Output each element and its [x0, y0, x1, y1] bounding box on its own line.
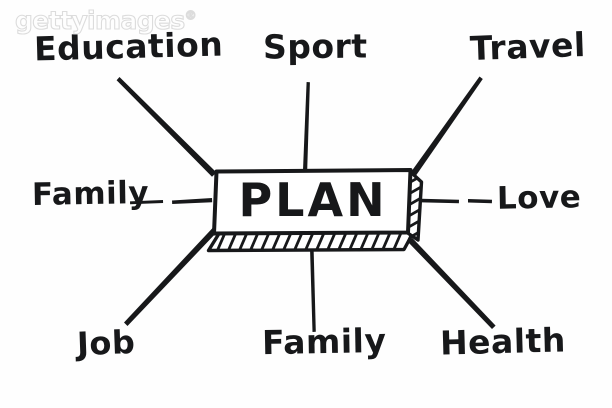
connector-love	[417, 198, 459, 204]
getty-images-watermark: gettyimages®	[14, 5, 197, 35]
box-bottom-hatching	[213, 231, 414, 251]
connector-education	[116, 77, 217, 177]
branch-label-family-bottom[interactable]: Family	[261, 320, 387, 363]
connector-job	[124, 227, 218, 326]
branch-label-sport[interactable]: Sport	[262, 26, 368, 67]
connector-sport	[303, 82, 310, 171]
connector-travel	[411, 76, 483, 177]
branch-label-love[interactable]: Love	[496, 179, 582, 217]
connector-love-dash	[468, 199, 492, 204]
watermark-registered-mark: ®	[184, 8, 197, 23]
watermark-text: gettyimages	[14, 5, 185, 35]
branch-label-family-left[interactable]: Family	[31, 174, 150, 214]
branch-label-job[interactable]: Job	[76, 322, 136, 364]
connector-family-left-dash	[130, 200, 164, 205]
box-right-hatching	[406, 171, 421, 240]
branch-label-travel[interactable]: Travel	[469, 24, 587, 69]
box-front-face	[212, 168, 413, 236]
connector-family-bottom	[310, 248, 316, 332]
connector-family-left	[172, 198, 213, 204]
center-node-box	[206, 168, 424, 253]
connector-health	[408, 238, 496, 329]
connector-lines	[116, 76, 496, 332]
branch-label-health[interactable]: Health	[439, 320, 567, 363]
